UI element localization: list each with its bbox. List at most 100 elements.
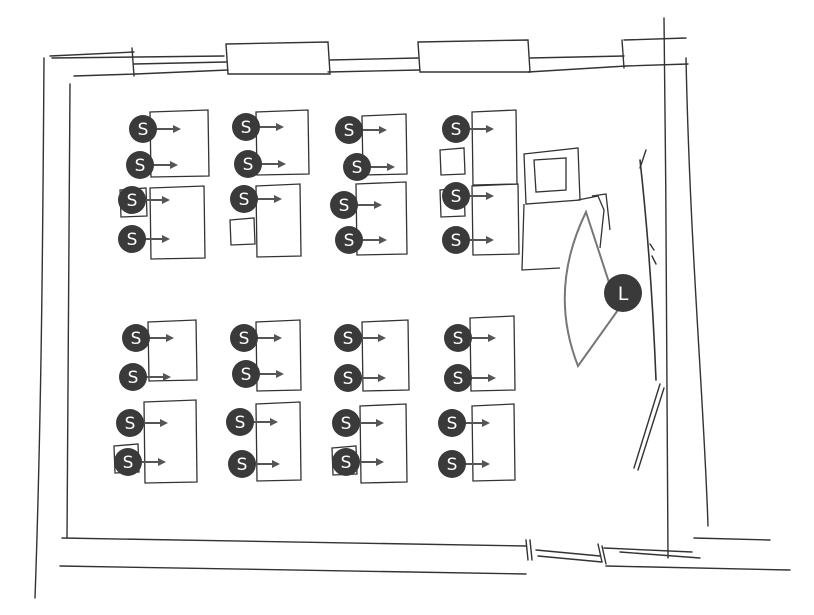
student-circle (334, 324, 362, 352)
lecturer-circle (604, 274, 642, 312)
facing-arrow-head (158, 458, 166, 466)
facing-arrow-head (378, 374, 386, 382)
student-circle (129, 115, 157, 143)
desk-sketch (469, 315, 516, 392)
lecturer-marker: L (604, 274, 642, 312)
student-marker: S (122, 324, 174, 352)
facing-arrow-head (482, 419, 490, 427)
student-marker: S (444, 324, 496, 352)
student-marker: S (343, 153, 395, 181)
student-label: S (451, 231, 462, 251)
student-label: S (235, 413, 246, 433)
student-marker: S (228, 450, 280, 478)
facing-arrow-head (162, 235, 170, 243)
student-circle (232, 360, 260, 388)
student-label: S (135, 156, 146, 176)
student-circle (335, 116, 363, 144)
student-circle (122, 324, 150, 352)
facing-arrow-head (160, 419, 168, 427)
facing-arrow-head (374, 201, 382, 209)
facing-arrow-head (486, 125, 494, 133)
student-marker: S (230, 324, 282, 352)
facing-arrow-head (379, 126, 387, 134)
facing-arrow-head (276, 370, 284, 378)
student-label: S (447, 414, 458, 434)
facing-arrow-head (376, 419, 384, 427)
student-marker: S (438, 450, 490, 478)
student-label: S (352, 158, 363, 178)
student-marker: S (334, 324, 386, 352)
student-label: S (453, 369, 464, 389)
student-label: S (123, 453, 134, 473)
facing-arrow-head (378, 334, 386, 342)
student-circle (442, 226, 470, 254)
student-marker: S (126, 151, 178, 179)
student-circle (442, 115, 470, 143)
student-label: S (128, 368, 139, 388)
student-marker: S (444, 364, 496, 392)
student-label: S (344, 121, 355, 141)
student-label: S (343, 329, 354, 349)
facing-arrow-head (170, 161, 178, 169)
student-circle (118, 186, 146, 214)
student-marker: S (230, 185, 282, 213)
facing-arrow-head (376, 458, 384, 466)
student-circle (332, 448, 360, 476)
student-marker: S (118, 225, 170, 253)
student-label: S (451, 187, 462, 207)
desk-sketch (255, 319, 302, 392)
desk-sketch (471, 403, 516, 482)
desk-sketch (361, 319, 410, 392)
desk-sketch (147, 319, 198, 382)
facing-arrow-head (486, 236, 494, 244)
student-marker: S (232, 360, 284, 388)
student-label: S (339, 196, 350, 216)
student-circle (230, 185, 258, 213)
student-marker: S (442, 182, 494, 210)
student-circle (119, 363, 147, 391)
student-circle (230, 324, 258, 352)
student-label: S (127, 230, 138, 250)
room-walls (34, 17, 791, 599)
student-marker: S (334, 364, 386, 392)
desk-sketch (255, 183, 302, 258)
student-circle (228, 450, 256, 478)
facing-arrow-head (379, 236, 387, 244)
facing-arrow-head (162, 196, 170, 204)
student-marker: S (232, 113, 284, 141)
student-label: S (125, 414, 136, 434)
student-circle (343, 153, 371, 181)
student-circle (438, 450, 466, 478)
student-label: S (243, 155, 254, 175)
student-label: S (447, 455, 458, 475)
student-circle (334, 364, 362, 392)
lecturer-label: L (618, 283, 629, 305)
desk-sketch (355, 181, 408, 256)
student-label: S (343, 369, 354, 389)
desk-sketch (149, 109, 210, 178)
desk-sketch (229, 217, 256, 246)
student-circle (330, 191, 358, 219)
lecturer-view-cone (563, 209, 620, 369)
student-marker: S (335, 116, 387, 144)
student-circle (234, 150, 262, 178)
facing-arrow-head (274, 334, 282, 342)
lecturer-desk (521, 147, 611, 271)
facing-arrow-head (387, 163, 395, 171)
student-marker: S (335, 226, 387, 254)
student-marker: S (332, 448, 384, 476)
student-label: S (241, 118, 252, 138)
desk-sketch (471, 183, 520, 256)
student-label: S (131, 329, 142, 349)
desk-sketch (439, 147, 466, 176)
desk-sketch (359, 403, 408, 484)
facing-arrow-head (488, 334, 496, 342)
student-marker: S (234, 150, 286, 178)
facing-arrow-head (173, 125, 181, 133)
facing-arrow-head (274, 195, 282, 203)
facing-arrow-head (163, 373, 171, 381)
student-marker: S (114, 448, 166, 476)
student-circle (444, 324, 472, 352)
lecturer-marker-group: L (604, 274, 642, 312)
desk-sketch (143, 399, 198, 484)
